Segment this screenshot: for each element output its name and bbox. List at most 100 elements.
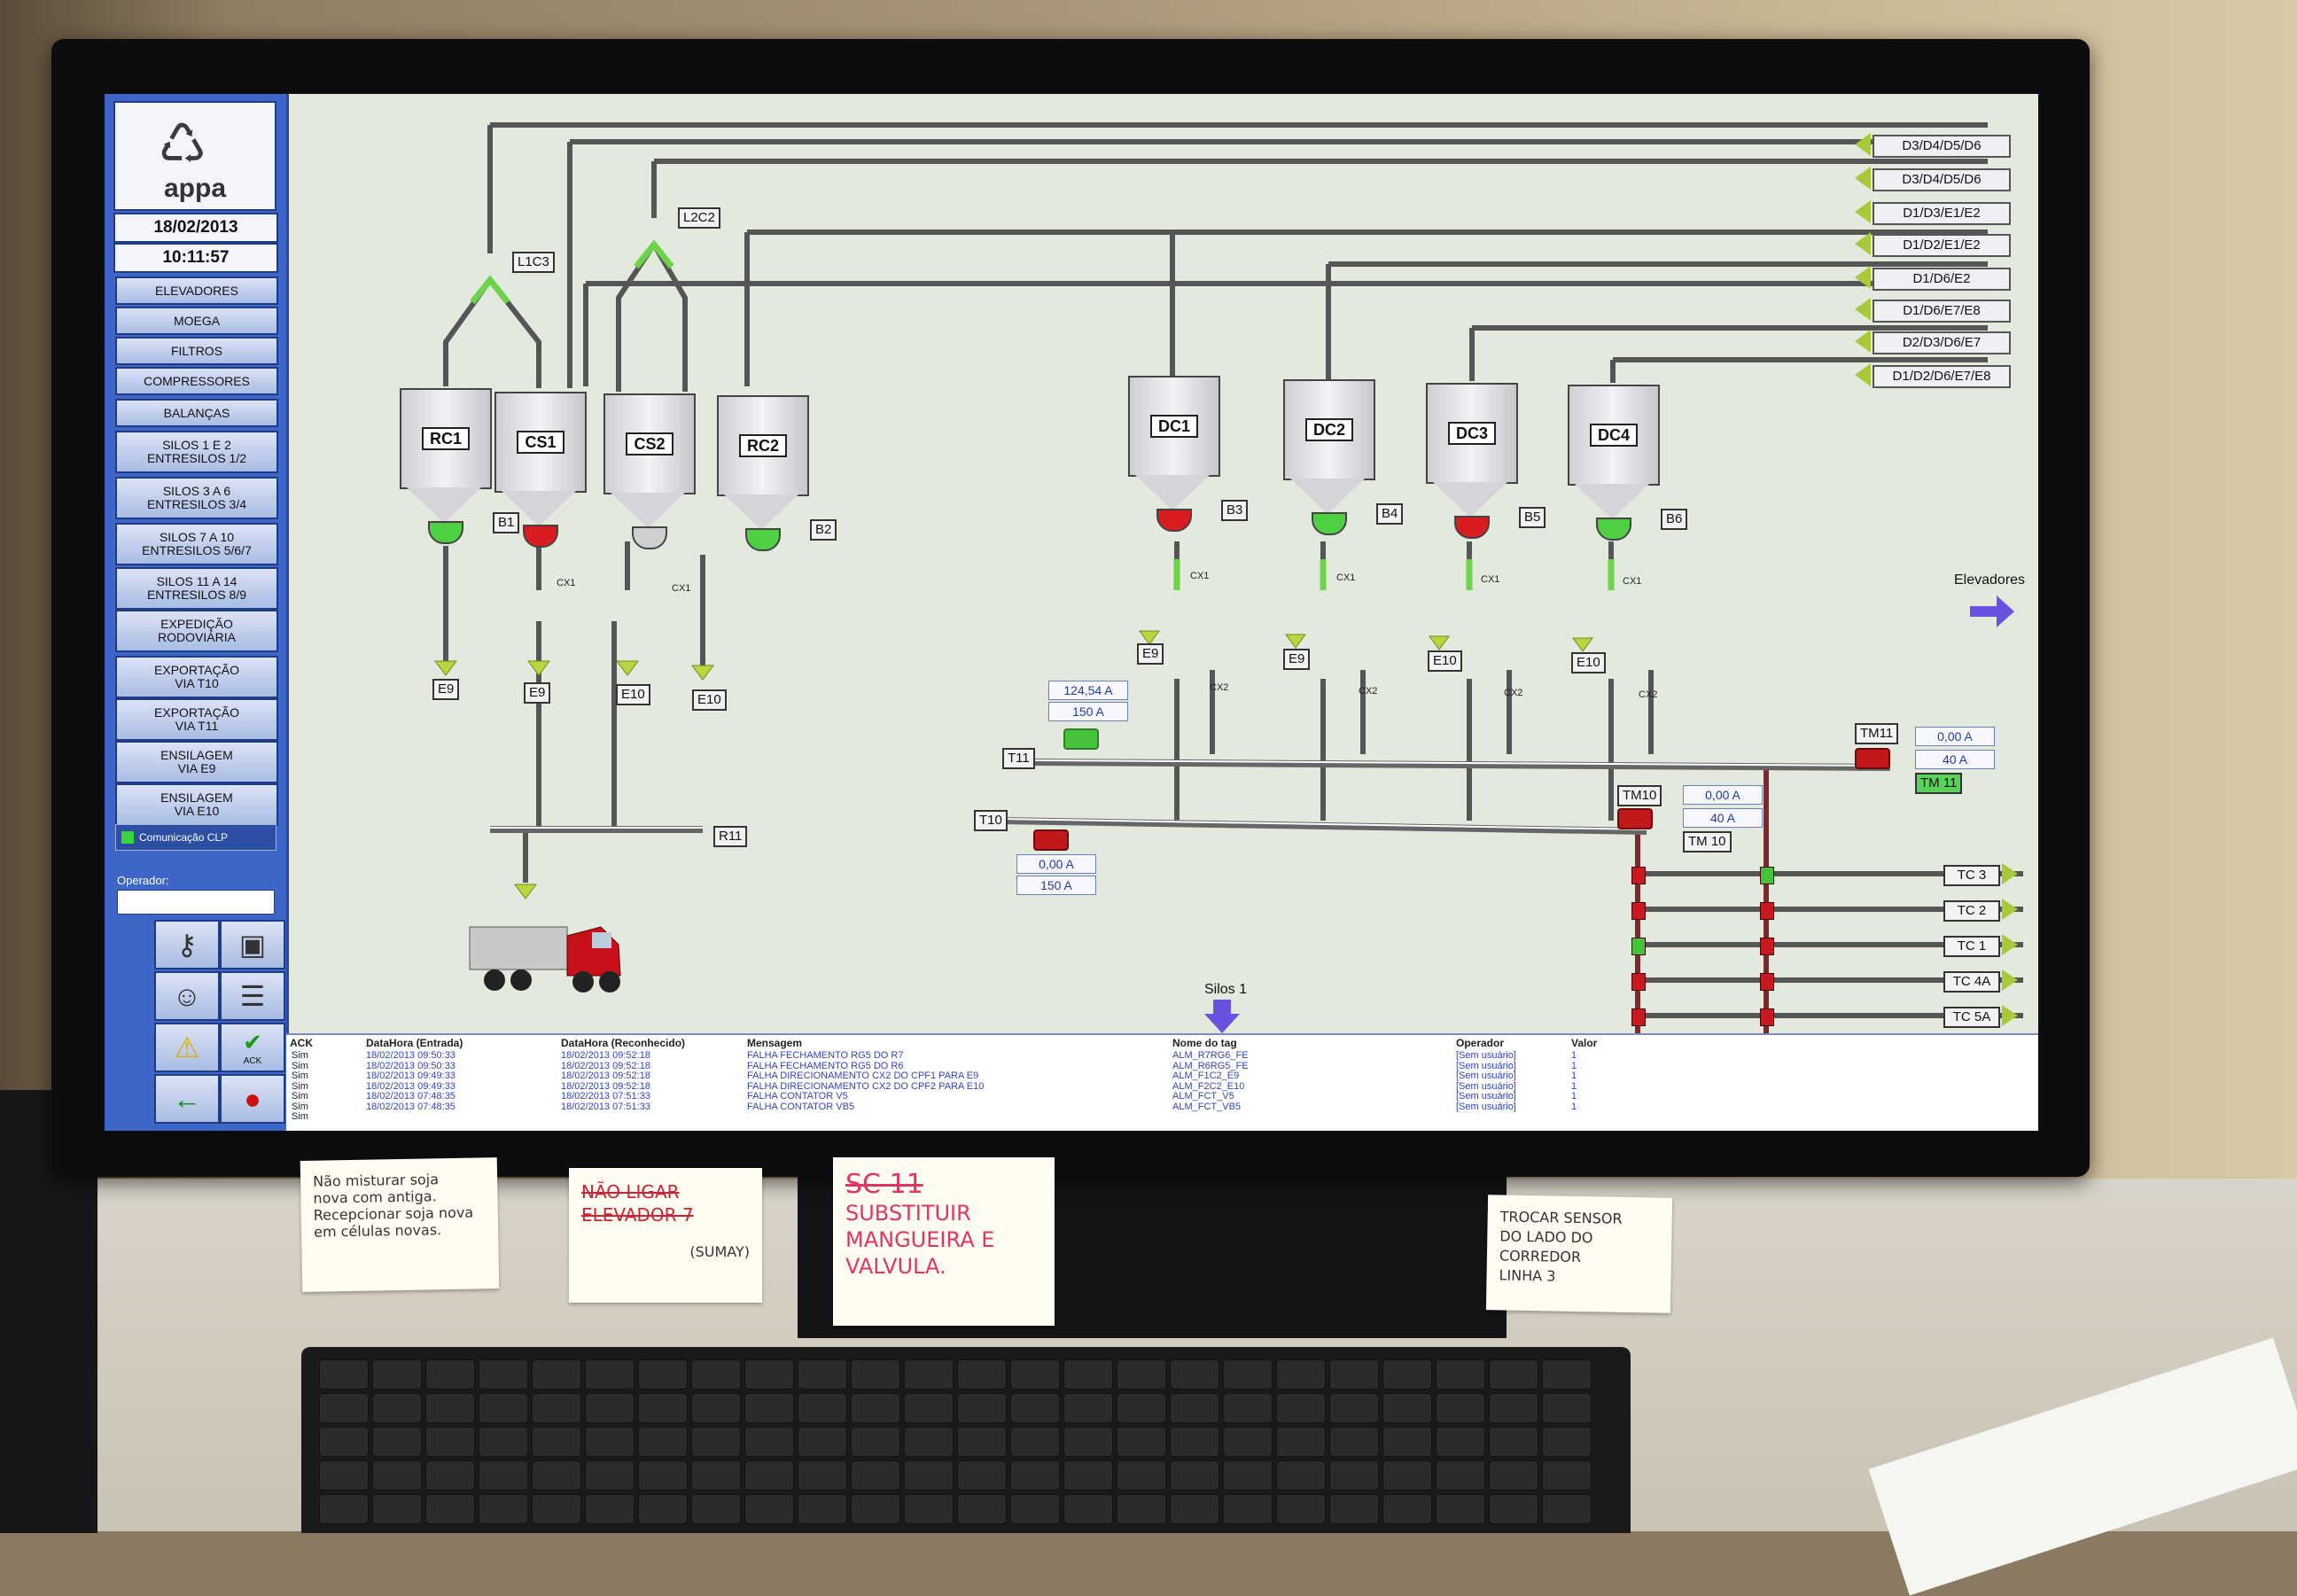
silos-label[interactable]: Silos 1 (1204, 982, 1248, 997)
ack-button[interactable]: ✔ACK (220, 1023, 285, 1072)
keyboard-key[interactable] (904, 1427, 954, 1457)
elevadores-arrow-icon[interactable] (1970, 596, 2014, 627)
keyboard-key[interactable] (1382, 1393, 1432, 1423)
conveyor-t10[interactable] (999, 817, 1647, 835)
destination-tag-1[interactable]: D3/D4/D5/D6 (1873, 168, 2011, 191)
keyboard-key[interactable] (798, 1393, 847, 1423)
sidebar-button-11[interactable]: EXPORTAÇÃO VIA T11 (115, 698, 278, 741)
keyboard-key[interactable] (1010, 1427, 1060, 1457)
keyboard-key[interactable] (532, 1460, 581, 1491)
keyboard-key[interactable] (1117, 1494, 1166, 1524)
silos-arrow-icon[interactable] (1204, 1000, 1240, 1033)
keyboard-key[interactable] (904, 1460, 954, 1491)
keyboard-key[interactable] (319, 1393, 369, 1423)
keyboard-key[interactable] (638, 1359, 688, 1390)
report-button[interactable]: ☰ (220, 971, 285, 1021)
keyboard-key[interactable] (532, 1393, 581, 1423)
tc-output-0[interactable]: TC 3 (1943, 865, 2000, 886)
gate-indicator[interactable] (1631, 1008, 1646, 1026)
keyboard-key[interactable] (372, 1393, 422, 1423)
sidebar-button-10[interactable]: EXPORTAÇÃO VIA T10 (115, 656, 278, 698)
col-ack[interactable]: ACK (290, 1037, 313, 1049)
keyboard-key[interactable] (1436, 1427, 1485, 1457)
keyboard-key[interactable] (1276, 1427, 1326, 1457)
keyboard-key[interactable] (1063, 1427, 1113, 1457)
keyboard-key[interactable] (585, 1460, 635, 1491)
keyboard-key[interactable] (957, 1460, 1007, 1491)
keyboard[interactable] (301, 1347, 1631, 1533)
keyboard-key[interactable] (425, 1393, 475, 1423)
keyboard-key[interactable] (1010, 1460, 1060, 1491)
keyboard-key[interactable] (425, 1359, 475, 1390)
alarm-list[interactable]: ACK DataHora (Entrada) DataHora (Reconhe… (286, 1033, 2038, 1131)
alarm-siren-button[interactable]: ● (220, 1074, 285, 1124)
keyboard-key[interactable] (1063, 1494, 1113, 1524)
keyboard-key[interactable] (1010, 1393, 1060, 1423)
users-button[interactable]: ☺ (154, 971, 220, 1021)
keyboard-key[interactable] (1117, 1359, 1166, 1390)
keyboard-key[interactable] (585, 1427, 635, 1457)
keyboard-key[interactable] (1329, 1460, 1379, 1491)
keyboard-key[interactable] (1329, 1494, 1379, 1524)
sidebar-button-12[interactable]: ENSILAGEM VIA E9 (115, 741, 278, 783)
gate-indicator[interactable] (1631, 867, 1646, 884)
keyboard-key[interactable] (1223, 1427, 1273, 1457)
keyboard-key[interactable] (1276, 1359, 1326, 1390)
destination-tag-5[interactable]: D1/D6/E7/E8 (1873, 300, 2011, 323)
destination-tag-4[interactable]: D1/D6/E2 (1873, 268, 2011, 291)
keyboard-key[interactable] (691, 1393, 741, 1423)
keyboard-key[interactable] (957, 1359, 1007, 1390)
sidebar-button-8[interactable]: SILOS 11 A 14 ENTRESILOS 8/9 (115, 567, 278, 610)
keyboard-key[interactable] (1542, 1494, 1592, 1524)
destination-tag-3[interactable]: D1/D2/E1/E2 (1873, 234, 2011, 257)
keyboard-key[interactable] (744, 1359, 794, 1390)
keys-button[interactable]: ⚷ (154, 920, 220, 969)
keyboard-key[interactable] (798, 1427, 847, 1457)
keyboard-key[interactable] (957, 1393, 1007, 1423)
keyboard-key[interactable] (479, 1359, 528, 1390)
keyboard-key[interactable] (904, 1494, 954, 1524)
col-valor[interactable]: Valor (1571, 1037, 1598, 1049)
sidebar-button-2[interactable]: FILTROS (115, 337, 278, 365)
silo-valve-red[interactable] (523, 525, 558, 548)
sidebar-button-13[interactable]: ENSILAGEM VIA E10 (115, 783, 278, 826)
sidebar-button-5[interactable]: SILOS 1 E 2 ENTRESILOS 1/2 (115, 431, 278, 473)
tc-output-3[interactable]: TC 4A (1943, 971, 2000, 993)
keyboard-key[interactable] (691, 1494, 741, 1524)
keyboard-key[interactable] (1276, 1460, 1326, 1491)
warning-button[interactable]: ⚠ (154, 1023, 220, 1072)
keyboard-key[interactable] (1382, 1460, 1432, 1491)
keyboard-key[interactable] (1542, 1460, 1592, 1491)
keyboard-key[interactable] (372, 1460, 422, 1491)
keyboard-key[interactable] (957, 1427, 1007, 1457)
keyboard-key[interactable] (798, 1460, 847, 1491)
gate-indicator[interactable] (1760, 902, 1774, 920)
save-button[interactable]: ▣ (220, 920, 285, 969)
keyboard-key[interactable] (532, 1427, 581, 1457)
keyboard-key[interactable] (744, 1393, 794, 1423)
keyboard-key[interactable] (1010, 1494, 1060, 1524)
sidebar-button-3[interactable]: COMPRESSORES (115, 367, 278, 395)
keyboard-key[interactable] (1223, 1359, 1273, 1390)
gate-indicator[interactable] (1760, 867, 1774, 884)
keyboard-key[interactable] (1329, 1359, 1379, 1390)
keyboard-key[interactable] (532, 1359, 581, 1390)
col-tag[interactable]: Nome do tag (1172, 1037, 1237, 1049)
silo-valve-green[interactable] (745, 528, 781, 551)
keyboard-key[interactable] (319, 1460, 369, 1491)
keyboard-key[interactable] (372, 1494, 422, 1524)
keyboard-key[interactable] (1436, 1393, 1485, 1423)
motor-t10[interactable] (1033, 829, 1069, 851)
keyboard-key[interactable] (425, 1427, 475, 1457)
keyboard-key[interactable] (1542, 1427, 1592, 1457)
sidebar-button-4[interactable]: BALANÇAS (115, 399, 278, 427)
tc-output-1[interactable]: TC 2 (1943, 900, 2000, 922)
keyboard-key[interactable] (904, 1359, 954, 1390)
keyboard-key[interactable] (1170, 1494, 1219, 1524)
keyboard-key[interactable] (585, 1359, 635, 1390)
keyboard-key[interactable] (638, 1427, 688, 1457)
keyboard-key[interactable] (479, 1393, 528, 1423)
keyboard-key[interactable] (1170, 1359, 1219, 1390)
keyboard-key[interactable] (1489, 1427, 1538, 1457)
keyboard-key[interactable] (691, 1359, 741, 1390)
